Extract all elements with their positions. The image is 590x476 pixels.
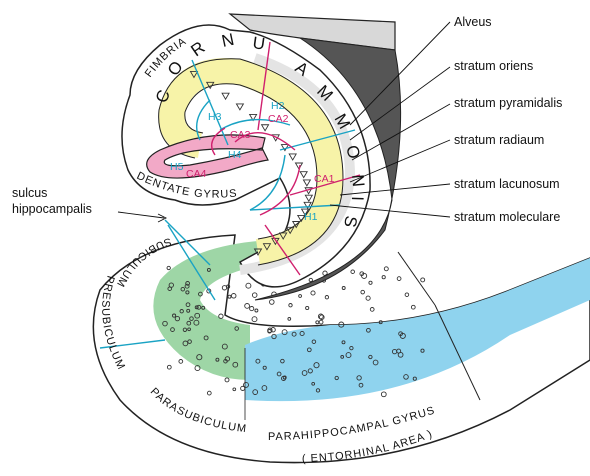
cell-dot: [411, 305, 415, 309]
layer-label-stratum-oriens: stratum oriens: [454, 59, 533, 73]
layer-label-stratum-pyramidalis: stratum pyramidalis: [454, 96, 562, 110]
ca4-label: CA4: [186, 168, 207, 180]
cell-dot: [342, 287, 345, 290]
cell-dot: [397, 277, 401, 281]
cell-dot: [316, 321, 319, 324]
cell-dot: [369, 281, 372, 284]
cell-dot: [311, 291, 315, 295]
cell-dot: [309, 278, 312, 281]
cell-dot: [370, 308, 374, 312]
ca2-label: CA2: [268, 113, 289, 125]
cell-dot: [405, 293, 409, 297]
h3-label: H3: [208, 111, 222, 123]
cell-dot: [252, 317, 257, 322]
cell-dot: [255, 309, 258, 312]
cell-dot: [231, 294, 236, 299]
h1-label: H1: [304, 211, 318, 223]
h4-label: H4: [228, 149, 242, 161]
cell-dot: [228, 295, 231, 298]
cell-dot: [319, 320, 323, 324]
sulcus-label-line2: hippocampalis: [12, 202, 92, 216]
cell-dot: [325, 296, 328, 299]
ca3-label: CA3: [230, 129, 251, 141]
cell-dot: [299, 295, 302, 298]
cell-dot: [289, 304, 292, 307]
cell-dot: [245, 304, 250, 309]
cell-dot: [421, 278, 425, 282]
h2-label: H2: [271, 100, 285, 112]
cell-dot: [246, 283, 251, 288]
cell-dot: [270, 300, 275, 305]
cell-dot: [384, 267, 388, 271]
cell-dot: [252, 293, 257, 298]
h5-label: H5: [170, 161, 184, 173]
cornu-letter: I: [348, 196, 367, 203]
cell-dot: [382, 276, 385, 279]
ca1-label: CA1: [314, 173, 335, 185]
cell-dot: [288, 318, 291, 321]
sulcus-label-line1: sulcus: [12, 186, 47, 200]
cornu-letter: U: [251, 33, 268, 54]
cell-dot: [351, 270, 355, 274]
cell-dot: [250, 307, 254, 311]
layer-label-stratum-radiaum: stratum radiaum: [454, 133, 544, 147]
cell-dot: [306, 306, 309, 309]
cell-dot: [361, 290, 365, 294]
layer-label-stratum-lacunosum: stratum lacunosum: [454, 177, 560, 191]
layer-label-stratum-moleculare: stratum moleculare: [454, 210, 560, 224]
layer-label-alveus: Alveus: [454, 15, 492, 29]
cell-dot: [366, 296, 370, 300]
